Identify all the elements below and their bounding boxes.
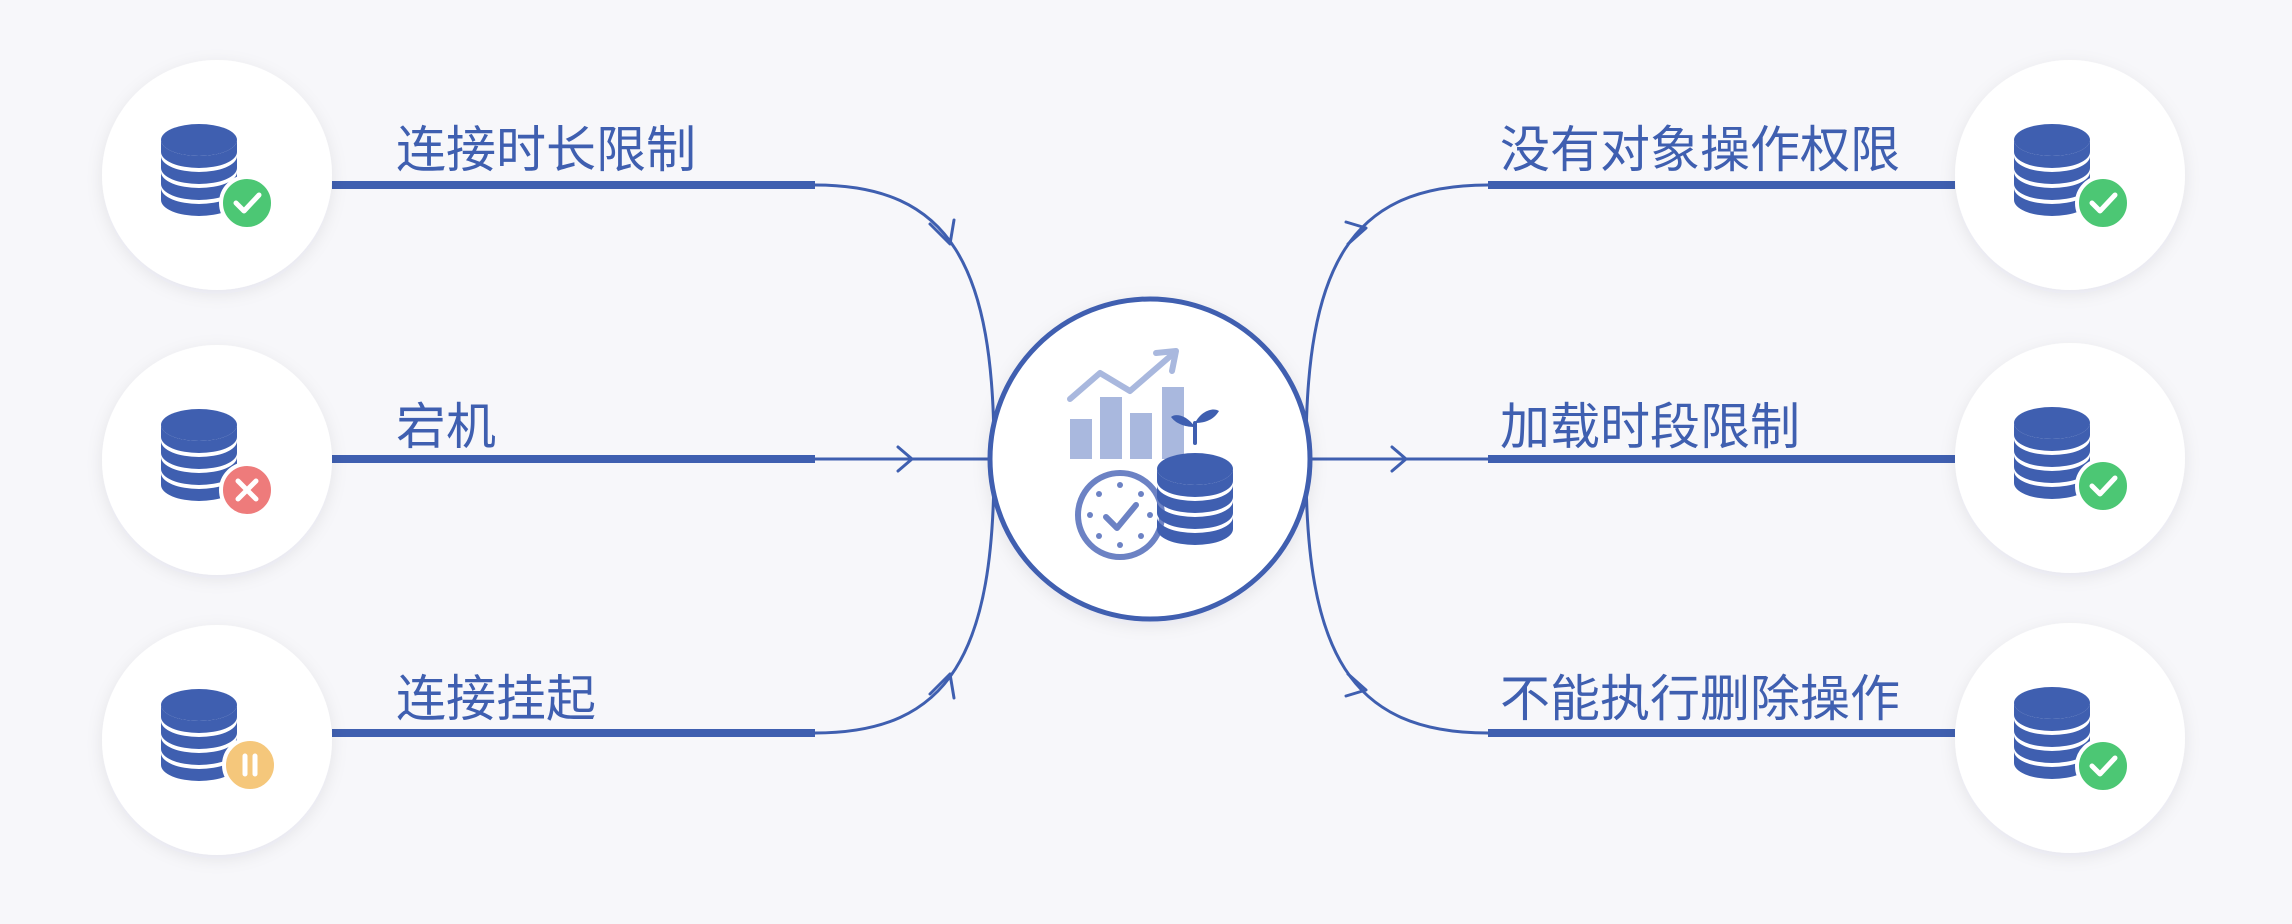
clock-icon	[1075, 470, 1165, 560]
left-node-0	[102, 60, 332, 290]
connector-curve-left-2	[814, 458, 996, 735]
close-icon	[219, 462, 275, 518]
right-nodes	[1955, 60, 2185, 853]
trend-arrow-icon	[1067, 348, 1179, 402]
database-analytics-icon	[1067, 348, 1233, 560]
right-node-2	[1955, 623, 2185, 853]
connector-curve-right-0	[1304, 183, 1489, 460]
check-icon	[2075, 458, 2131, 514]
labels: 连接时长限制 宕机 连接挂起 没有对象操作权限 加载时段限制 不能执行删除操作	[396, 121, 1900, 728]
branch-label-right-1: 加载时段限制	[1500, 398, 1800, 456]
check-icon	[219, 175, 275, 231]
arrow-head-left-2	[928, 672, 956, 700]
check-icon	[2075, 175, 2131, 231]
branch-label-left-0: 连接时长限制	[396, 121, 696, 179]
arrow-head-left-0	[928, 218, 956, 246]
arrow-head-right-2	[1344, 672, 1368, 698]
bar-chart-icon	[1070, 387, 1184, 459]
sprout-icon	[1171, 409, 1219, 445]
arrow-head-right-1	[1390, 445, 1408, 473]
left-node-2	[102, 625, 332, 855]
right-node-0	[1955, 60, 2185, 290]
right-node-1	[1955, 343, 2185, 573]
check-icon	[2075, 738, 2131, 794]
left-node-1	[102, 345, 332, 575]
center-node	[987, 296, 1313, 622]
connectors	[332, 181, 1955, 737]
arrow-head-left-1	[896, 445, 914, 473]
connector-curve-left-0	[814, 183, 996, 460]
branch-label-left-2: 连接挂起	[396, 670, 596, 728]
branch-label-right-0: 没有对象操作权限	[1500, 121, 1900, 179]
branch-label-left-1: 宕机	[396, 398, 496, 456]
left-nodes	[102, 60, 332, 855]
branch-label-right-2: 不能执行删除操作	[1500, 670, 1900, 728]
pause-icon	[222, 737, 278, 793]
arrow-head-right-0	[1344, 220, 1368, 246]
connector-curve-right-2	[1304, 458, 1489, 735]
